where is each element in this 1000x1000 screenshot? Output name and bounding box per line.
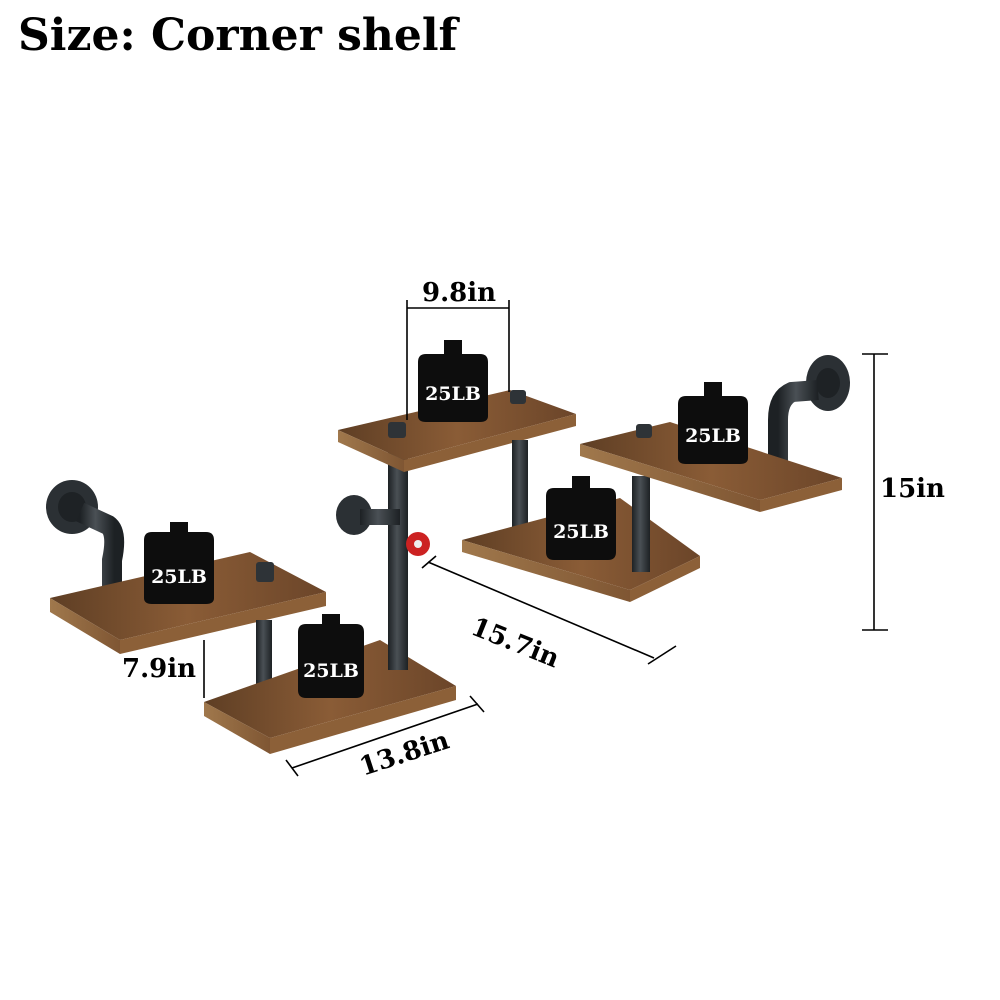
weight-middle-right: 25LB (546, 476, 616, 560)
dimension-depth: 7.9in (122, 654, 197, 684)
weight-label: 25LB (685, 425, 741, 447)
weight-label: 25LB (303, 660, 359, 682)
dimension-lines (203, 300, 888, 777)
weight-right-upper: 25LB (678, 382, 748, 464)
right-wall-flange (768, 355, 850, 480)
weight-left-lower: 25LB (298, 614, 364, 698)
center-pipe-with-valve (336, 430, 430, 670)
weight-top-center: 25LB (418, 340, 488, 422)
weight-left-upper: 25LB (144, 522, 214, 604)
weight-label: 25LB (553, 521, 609, 543)
dimension-height: 15in (880, 474, 945, 504)
dimension-top-width: 9.8in (422, 278, 497, 308)
product-title: Size: Corner shelf (18, 10, 458, 61)
weight-label: 25LB (425, 383, 481, 405)
weight-label: 25LB (151, 566, 207, 588)
top-center-shelf (338, 390, 576, 530)
left-wall-flange (46, 480, 125, 610)
